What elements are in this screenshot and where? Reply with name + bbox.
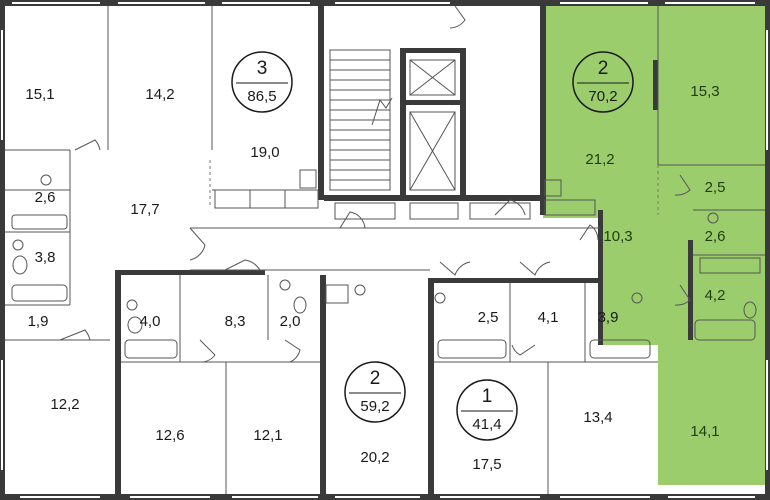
room-area-label: 15,1 [25,86,54,103]
partitions [5,6,765,494]
apartment-badge-apt-1: 141,4 [456,379,518,441]
room-area-label: 20,2 [360,449,389,466]
highlighted-apartment[interactable] [543,6,770,485]
badge-room-count: 1 [482,386,493,407]
badge-room-count: 2 [598,58,609,79]
badge-circle [344,361,406,423]
room-area-label: 4,0 [140,313,161,330]
doors [59,5,691,363]
badge-total-area: 59,2 [360,398,389,415]
badge-total-area: 86,5 [247,88,276,105]
room-area-label: 17,7 [130,201,159,218]
room-area-label: 12,1 [253,427,282,444]
room-area-label: 14,1 [690,423,719,440]
badge-room-count: 3 [257,58,268,79]
room-area-label: 12,2 [50,396,79,413]
staircase [329,49,393,191]
room-area-label: 2,0 [280,313,301,330]
room-area-label: 19,0 [250,144,279,161]
badge-room-count: 2 [370,368,381,389]
room-area-label: 2,6 [35,189,56,206]
badge-total-area: 70,2 [588,88,617,105]
room-area-label: 4,2 [705,287,726,304]
room-area-label: 3,9 [598,309,619,326]
room-area-label: 8,3 [225,313,246,330]
room-area-label: 2,5 [705,179,726,196]
room-area-label: 2,5 [478,309,499,326]
interior-walls [115,0,693,500]
badge-total-area: 41,4 [472,416,501,433]
room-area-label: 1,9 [28,313,49,330]
room-area-label: 2,6 [705,228,726,245]
room-area-label: 17,5 [472,456,501,473]
room-area-label: 14,2 [145,86,174,103]
room-area-label: 13,4 [583,409,612,426]
room-area-label: 15,3 [690,83,719,100]
apartment-badge-apt-3: 386,5 [231,51,293,113]
room-area-label: 21,2 [585,151,614,168]
apartment-badge-apt-2-top: 270,2 [572,51,634,113]
fixtures [11,169,761,359]
room-area-label: 10,3 [603,228,632,245]
elevators [409,59,456,191]
apartment-badge-apt-2-bottom: 259,2 [344,361,406,423]
room-area-label: 4,1 [538,309,559,326]
room-area-label: 12,6 [155,427,184,444]
badge-circle [231,51,293,113]
badge-circle [456,379,518,441]
room-area-label: 3,8 [35,249,56,266]
badge-circle [572,51,634,113]
highlighted-apartment-fill [543,6,770,485]
